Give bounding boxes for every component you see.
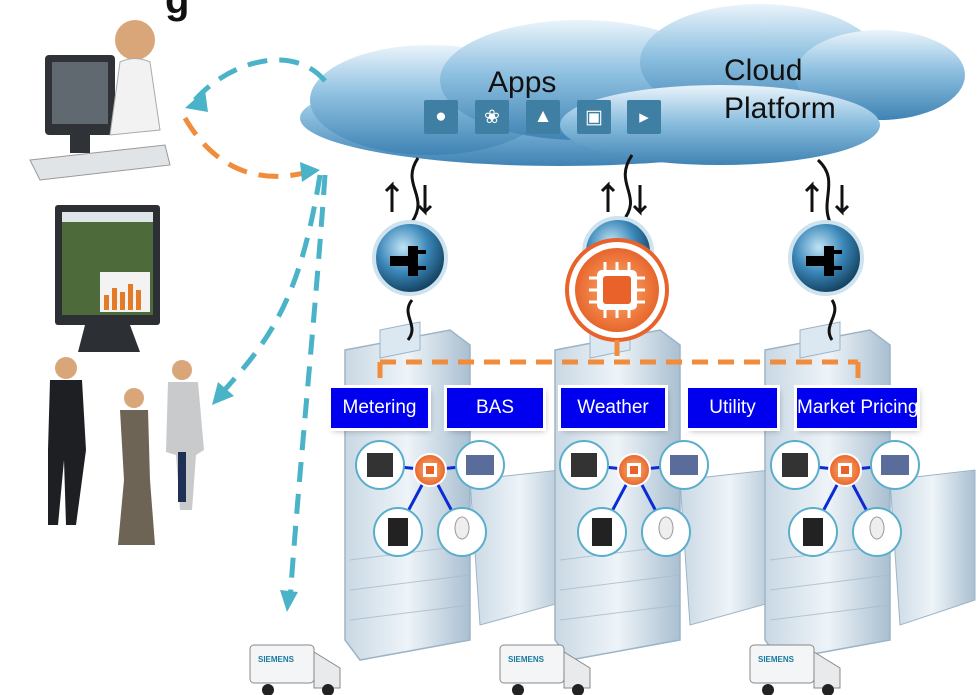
building-2	[554, 321, 781, 661]
teal-arrowheads	[185, 90, 298, 612]
operator-at-desk-illustration	[29, 20, 171, 181]
tag-utility: Utility	[688, 388, 777, 428]
cloud-cables	[406, 154, 837, 341]
transmission-tower-icon: ▲	[526, 100, 560, 134]
cloud-platform-label: Cloud Platform	[724, 54, 836, 125]
energy-dashboard-monitor-illustration	[55, 205, 160, 352]
cloud-shape	[300, 4, 965, 166]
van-brand-label-3: SIEMENS	[758, 655, 795, 664]
lock-icon: ▣	[577, 100, 611, 134]
tag-metering: Metering	[331, 388, 428, 428]
device-cluster-2	[559, 440, 709, 557]
tag-market-pricing: Market Pricing	[797, 388, 917, 428]
processor-chip-icon	[565, 238, 669, 342]
speaker-icon: ▸	[627, 100, 661, 134]
plug-icon-1	[372, 220, 448, 296]
device-cluster-1	[355, 440, 505, 557]
device-cluster-3	[770, 440, 920, 557]
apps-label: Apps	[488, 66, 557, 99]
building-1	[344, 321, 571, 661]
page-title-fragment: g	[165, 0, 190, 22]
lightbulb-icon: ●	[424, 100, 458, 134]
service-van-3	[749, 644, 841, 695]
teal-arrowhead-cloud	[300, 162, 320, 182]
leaf-icon: ❀	[475, 100, 509, 134]
business-people-illustration	[48, 357, 204, 545]
service-van-1	[249, 644, 341, 695]
service-van-2	[499, 644, 591, 695]
tag-weather: Weather	[561, 388, 665, 428]
building-3	[764, 321, 976, 661]
data-arrows	[384, 181, 850, 216]
tag-bas: BAS	[447, 388, 543, 428]
plug-icon-3	[788, 220, 864, 296]
orange-dashed-bus	[377, 340, 861, 392]
van-brand-label-1: SIEMENS	[258, 655, 295, 664]
orange-dashed-link	[182, 116, 309, 179]
teal-dashed-links	[193, 57, 333, 601]
van-brand-label-2: SIEMENS	[508, 655, 545, 664]
